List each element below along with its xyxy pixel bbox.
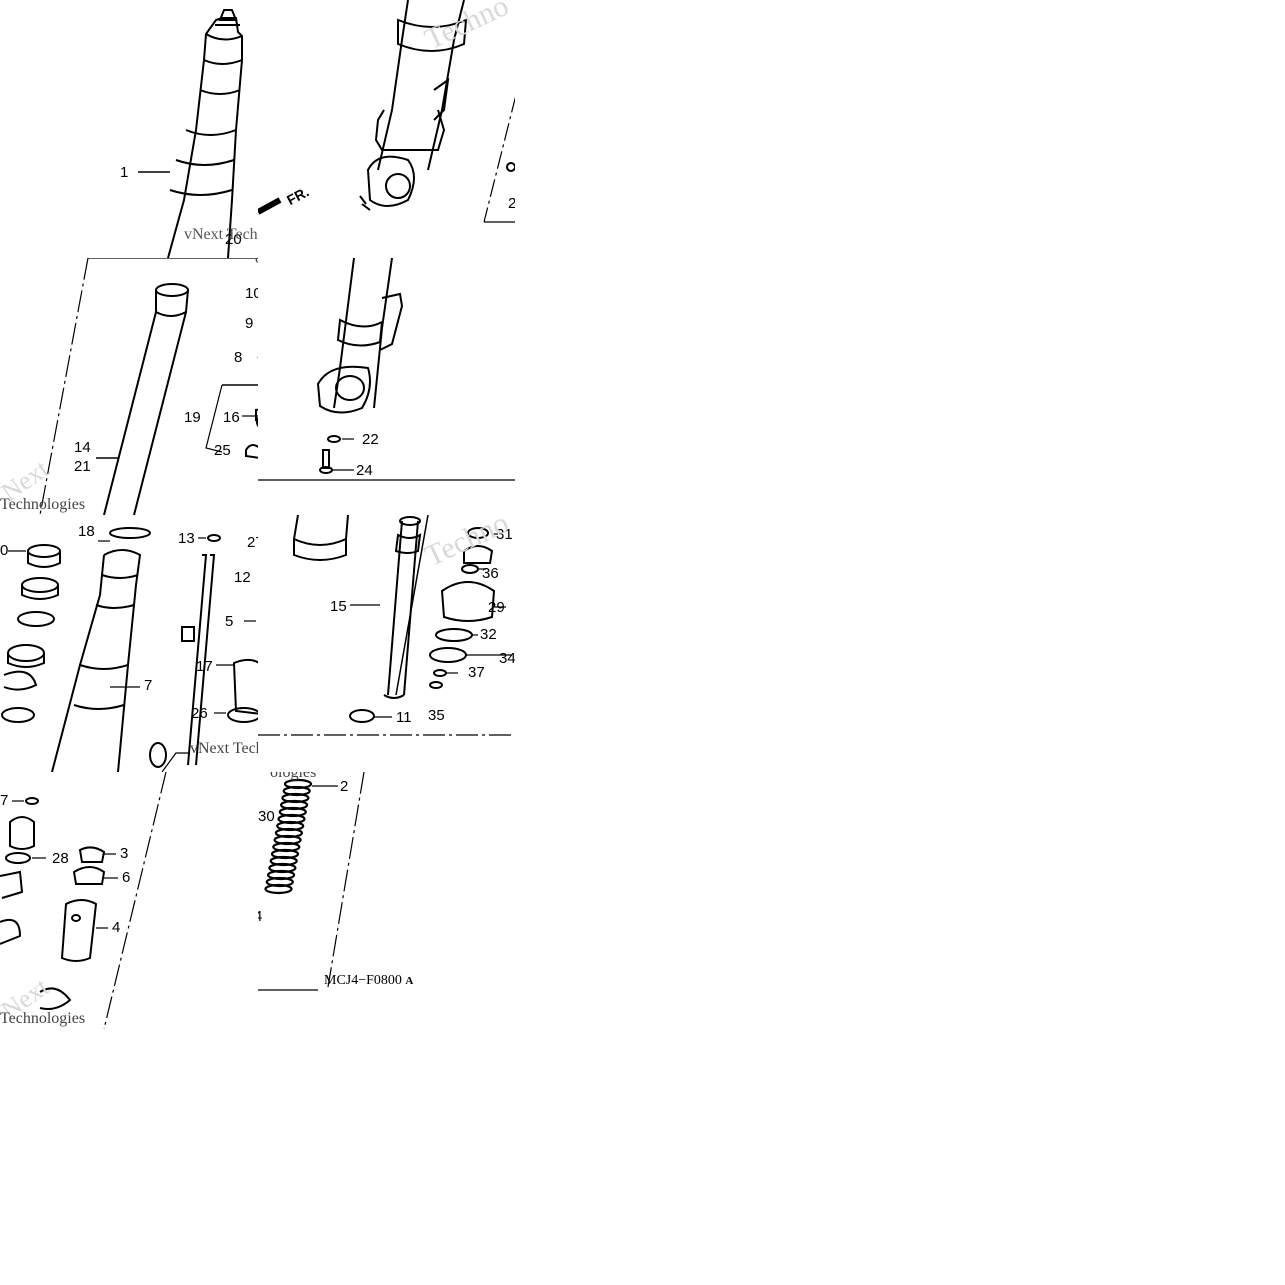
spacer-drawing	[0, 772, 167, 1029]
callout-21: 21	[74, 458, 91, 475]
callout-18: 18	[78, 523, 95, 540]
callout-20: 20	[225, 231, 242, 248]
callout-4b: 4	[258, 908, 263, 925]
spring-coil	[264, 883, 293, 895]
callout-8: 8	[234, 349, 243, 366]
callout-12: 12	[234, 569, 251, 586]
callout-28: 28	[52, 850, 69, 867]
tile-inner-rod: 15 31 36 29 32 34 37 35 11 Techno	[258, 515, 515, 772]
damper-drawing	[1, 527, 258, 772]
callout-10: 10	[245, 285, 258, 302]
callout-7b: 7	[0, 792, 9, 809]
callout-7: 7	[144, 677, 153, 694]
callout-19: 19	[184, 409, 201, 426]
bracket-drawing	[258, 258, 515, 481]
callout-24: 24	[356, 462, 373, 479]
callout-1: 1	[120, 164, 129, 181]
callout-37: 37	[468, 664, 485, 681]
callout-16: 16	[223, 409, 240, 426]
tile-inner-tube: 10 9 8 19 16 25 23 14 21 ologies Next Te…	[0, 258, 258, 515]
diagram-code-suffix: A	[405, 975, 414, 987]
tile-bracket: 22 24	[258, 258, 515, 515]
callout-3: 3	[120, 845, 129, 862]
spring-drawing	[258, 772, 365, 991]
callout-13: 13	[178, 530, 195, 547]
tile-fork-tube: 1 20 vNext Technologies	[0, 0, 258, 258]
callout-25: 25	[214, 442, 231, 459]
callout-35: 35	[428, 707, 445, 724]
callout-36: 36	[482, 565, 499, 582]
callout-6: 6	[122, 869, 131, 886]
inner-tube-drawing	[39, 258, 258, 515]
inner-rod-drawing	[258, 515, 515, 736]
callout-17: 17	[196, 658, 213, 675]
callout-29: 29	[488, 599, 505, 616]
callout-9: 9	[245, 315, 254, 332]
spring-coils	[264, 778, 313, 895]
diagram-code: MCJ4−F0800 A	[324, 974, 413, 988]
tile-spacer: 7 28 3 6 4 Next Technologies	[0, 772, 258, 1029]
callout-22: 22	[362, 431, 379, 448]
callout-14: 14	[74, 439, 91, 456]
callout-32: 32	[480, 626, 497, 643]
tile-fork-assembly: FR. 2 Techno	[258, 0, 515, 258]
diagram-code-text: MCJ4−F0800	[324, 973, 402, 988]
callout-2: 2	[508, 195, 515, 212]
callout-11: 11	[396, 709, 412, 726]
fork-assembly-drawing	[258, 0, 515, 223]
tile-damper: 0 18 13 27 12 5 17 7 26 vNext Technologi…	[0, 515, 258, 772]
fork-tube-drawing	[138, 9, 243, 258]
callout-34: 34	[499, 650, 515, 667]
callout-2b: 2	[340, 778, 349, 795]
callout-5: 5	[225, 613, 234, 630]
callout-15: 15	[330, 598, 347, 615]
callout-0: 0	[0, 542, 9, 559]
callout-27: 27	[247, 534, 258, 551]
callout-30: 30	[258, 808, 275, 825]
callout-26: 26	[191, 705, 208, 722]
callout-4: 4	[112, 919, 121, 936]
callout-31: 31	[496, 526, 513, 543]
tile-spring: 2 30 4 MCJ4−F0800 A ologies	[258, 772, 515, 1029]
